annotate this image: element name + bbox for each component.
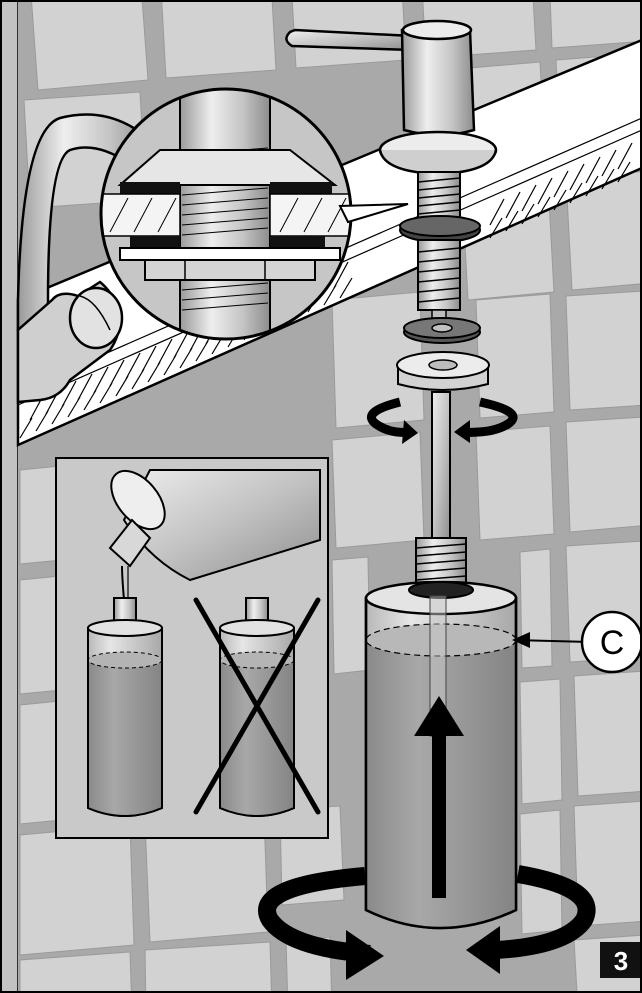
figure-number-badge <box>600 942 642 978</box>
cross-mark-icon <box>193 597 321 815</box>
rotate-arrow-icon <box>367 397 518 444</box>
up-arrow-icon <box>414 696 464 898</box>
bottle-correct <box>87 597 163 817</box>
callout-c <box>512 610 642 674</box>
rotate-arrow-icon <box>258 865 596 980</box>
refill-bottle-icon <box>108 469 321 601</box>
callout-c-label: C <box>600 624 625 662</box>
left-margin-strip <box>0 0 18 993</box>
magnified-detail <box>99 87 409 341</box>
refill-inset <box>55 457 329 839</box>
soap-bottle <box>364 537 518 930</box>
figure-number: 3 <box>614 946 628 976</box>
